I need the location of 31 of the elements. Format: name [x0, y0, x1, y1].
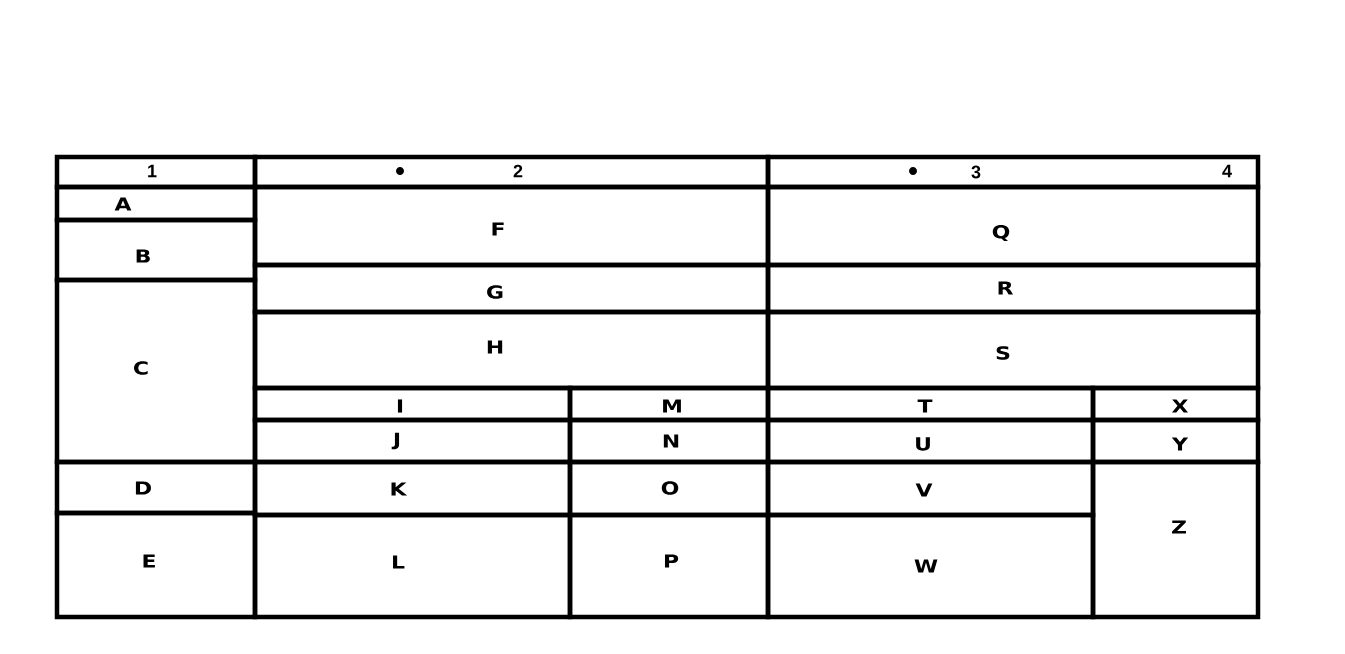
grid-cell: V	[765, 459, 1096, 518]
grid-cell: S	[765, 309, 1261, 391]
grid-cell: T	[765, 385, 1096, 423]
grid-cell: X	[1090, 385, 1261, 423]
grid-cell: A	[54, 184, 258, 223]
grid-cell: D	[54, 459, 258, 516]
grid-cell: L	[252, 512, 573, 620]
node-label: 4	[1222, 164, 1232, 178]
grid-cell: K	[252, 459, 573, 518]
grid-cell: Q	[765, 184, 1261, 268]
grid-cell: J	[252, 417, 573, 465]
header-cell: 3 4	[765, 154, 1261, 190]
header-cell: 1	[54, 154, 258, 190]
grid-cell: M	[567, 385, 771, 423]
grid-cell: R	[765, 262, 1261, 315]
grid-cell: Z	[1090, 459, 1261, 620]
grid-cell: N	[567, 417, 771, 465]
grid-cell: P	[567, 512, 771, 620]
grid-cell: F	[252, 184, 771, 268]
grid-cell: W	[765, 512, 1096, 620]
grid-cell: U	[765, 417, 1096, 465]
grid-cell: O	[567, 459, 771, 518]
grid-cell: Y	[1090, 417, 1261, 465]
header-cell: 2	[252, 154, 771, 190]
grid-cell: B	[54, 217, 258, 283]
grid-cell: I	[252, 385, 573, 423]
grid-cell: H	[252, 309, 771, 391]
node-label: 3	[971, 165, 981, 179]
grid-cell: C	[54, 277, 258, 465]
grid-cell: E	[54, 510, 258, 620]
grid-cell: G	[252, 262, 771, 315]
